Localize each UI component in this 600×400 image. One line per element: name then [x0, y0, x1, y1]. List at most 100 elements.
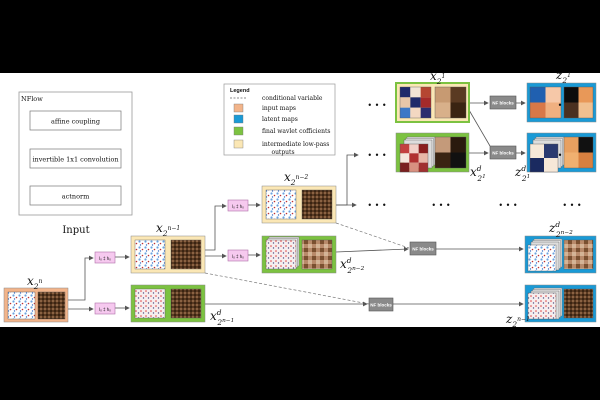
lowpass-n1-map-2: [170, 239, 202, 270]
latent-1-map-2-border: [563, 86, 594, 119]
lowpass-n2-map-2: [301, 189, 333, 220]
nflow-step-box: [29, 185, 122, 206]
ellipsis-right-1: •: [558, 101, 563, 110]
latent-1-map-2-cell: [564, 87, 579, 103]
haar-transform-label: lₓ ‡ hₓ: [232, 254, 244, 259]
latent-1-map-1-cell: [530, 87, 546, 103]
final-n1-map-2: [170, 288, 202, 319]
latent-1-map-2-cell: [564, 102, 579, 118]
edge-x21-nf2: [468, 109, 491, 147]
lowpass-1-map-1-cell: [400, 107, 411, 118]
final-1-map-2-cell: [435, 137, 451, 153]
final-1-map-1-cell: [400, 153, 410, 163]
nflow-input-label: Input: [62, 225, 89, 236]
haar-3: [227, 199, 249, 212]
ellipsis-2: • • •: [367, 151, 386, 160]
ellipsis-6: • • •: [562, 201, 581, 210]
latent-1-map-1-cell: [530, 102, 546, 118]
nf-blocks-label: NF blocks: [370, 303, 392, 308]
latent-2-map-2-border: [563, 136, 594, 169]
latent-2-map-1-border: [529, 143, 559, 173]
latent-2-map-1-cell: [530, 158, 544, 172]
lowpass-1-map-1-cell: [420, 107, 431, 118]
nflow-step-label: invertible 1x1 convolution: [32, 156, 118, 164]
lowpass-1-map-2-border: [434, 86, 467, 119]
latent-2-map-2-cell: [578, 137, 593, 153]
ellipsis-3: • • •: [367, 201, 386, 210]
input-map-2: [37, 291, 66, 320]
haar-1: [94, 251, 116, 264]
lowpass-1-map-1-cell: [420, 97, 431, 108]
nf-blocks-label: NF blocks: [492, 101, 514, 106]
final-1-map-2-cell: [435, 152, 451, 168]
latent-1-map-2-cell: [578, 87, 593, 103]
haar-transform-label: lₓ ‡ hₓ: [232, 204, 244, 209]
legend-item-label: latent maps: [262, 116, 298, 123]
final-1-map-1-cell: [400, 144, 410, 154]
lowpass-1-map-1-cell: [420, 87, 431, 98]
lowpass-1-map-1-cell: [400, 97, 411, 108]
final-1-map-1-cell: [409, 144, 419, 154]
label-x2n2: x2n−2: [284, 170, 308, 187]
edge-n1-haar3: [205, 203, 227, 251]
nflow-step-box: [29, 148, 122, 169]
label-z2n1: z2n−1: [505, 312, 530, 329]
nflow-step-label: actnorm: [62, 193, 90, 201]
nf-blocks-label: NF blocks: [492, 151, 514, 156]
haar-transform-label: lₓ ‡ hₓ: [99, 307, 111, 312]
label-x2n1: x2n−1: [156, 221, 180, 238]
ellipsis-4: • • •: [431, 201, 450, 210]
nf-blocks-top-2: [489, 145, 517, 160]
final-1-map-1-cell: [418, 144, 428, 154]
edge-input-haar1: [68, 255, 94, 301]
final-1-map-1-cell: [409, 153, 419, 163]
lowpass-1-map-2-cell: [435, 87, 451, 103]
nf-blocks-label: NF blocks: [412, 247, 434, 252]
final-n2-map-1: [265, 239, 297, 270]
nflow-step-label: affine coupling: [51, 118, 100, 126]
legend-item-label: outputs: [271, 149, 294, 156]
haar-transform-label: lₓ ‡ hₓ: [99, 256, 111, 261]
ellipsis-right-2: •: [558, 151, 563, 160]
latent-2-map-1-cell: [544, 158, 558, 172]
latent-1-map-1-border: [529, 86, 562, 119]
latent-2-map-1-cell: [530, 144, 544, 158]
lowpass-frame-1-border: [395, 82, 470, 123]
final-1-map-2-cell: [450, 152, 466, 168]
latent-n1-map-2: [563, 288, 594, 319]
latent-1-map-2-cell: [578, 102, 593, 118]
lowpass-1-map-1-cell: [410, 97, 421, 108]
latent-n2-map-2: [563, 239, 594, 270]
legend-swatch: [233, 103, 244, 113]
lowpass-1-map-1-cell: [410, 87, 421, 98]
ellipsis-1: • • •: [367, 101, 386, 110]
nf-blocks-n2: [409, 241, 437, 256]
ellipsis-5: • • •: [498, 201, 517, 210]
final-1-map-1-border: [399, 143, 429, 173]
lowpass-n2-map-1: [265, 189, 297, 220]
final-1-map-1-cell: [418, 153, 428, 163]
cond-edge-n2: [335, 222, 410, 249]
lowpass-1-map-1-cell: [400, 87, 411, 98]
lowpass-1-map-2-cell: [450, 87, 466, 103]
latent-2-map-1-cell: [544, 144, 558, 158]
lowpass-1-map-1-border: [399, 86, 432, 119]
legend-item-label: conditional variable: [262, 95, 323, 102]
legend-item-label: input maps: [262, 105, 296, 112]
nf-blocks-top-1: [489, 95, 517, 110]
cond-edge-n1: [204, 272, 370, 305]
edge-final-n2-nf: [335, 246, 409, 253]
lowpass-n1-map-1: [134, 239, 166, 270]
final-1-map-1-cell: [400, 162, 410, 172]
haar-2: [94, 302, 116, 315]
legend-swatch: [233, 114, 244, 124]
label-z21: z21: [555, 68, 571, 85]
latent-2-map-2-cell: [578, 152, 593, 168]
haar-4: [227, 249, 249, 262]
latent-2-map-2-cell: [564, 137, 579, 153]
